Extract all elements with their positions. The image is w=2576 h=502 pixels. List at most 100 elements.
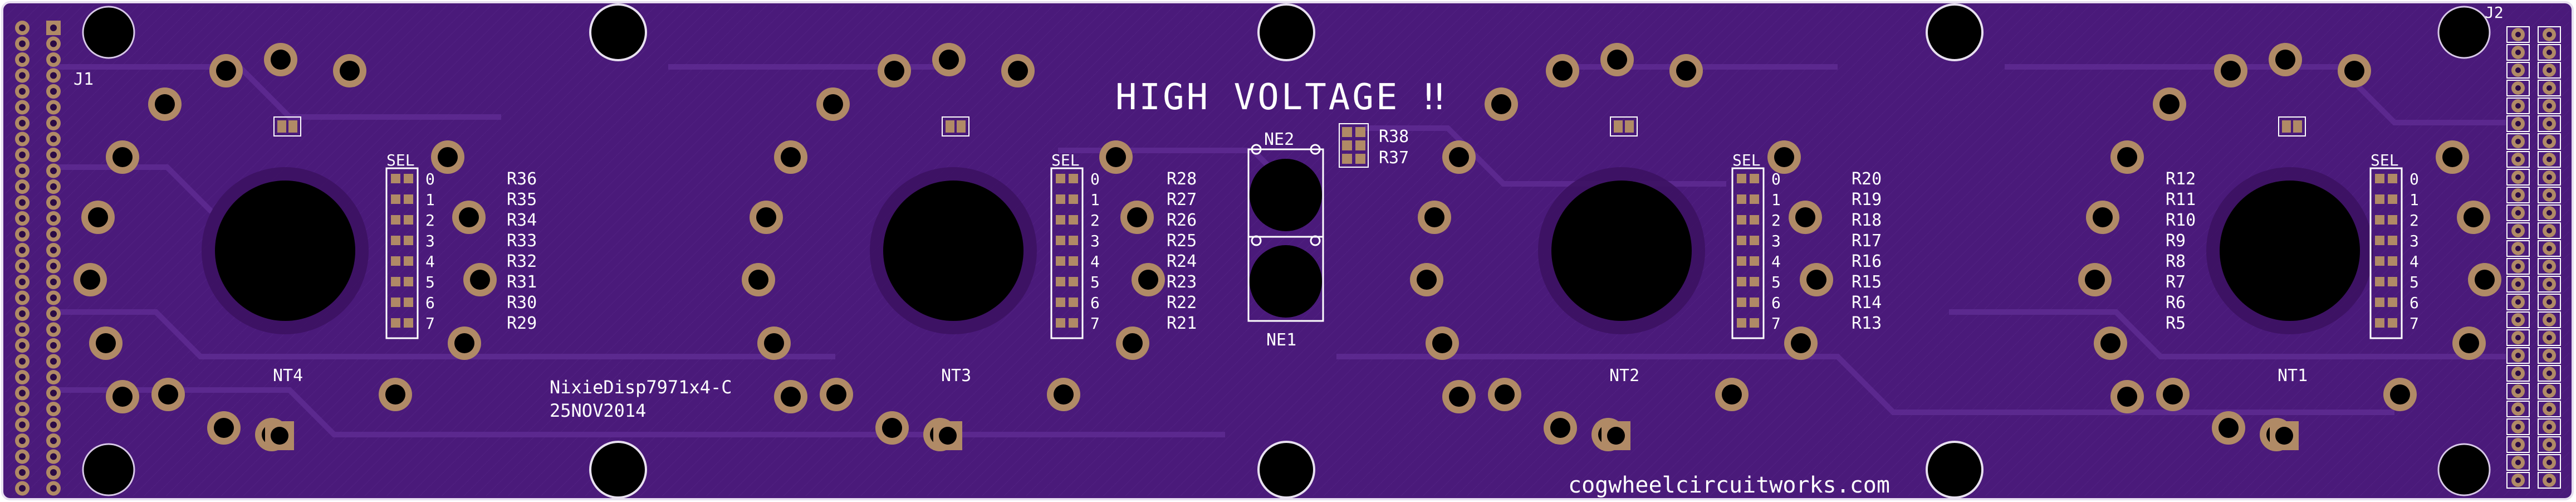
resistor-label: R20 [1852,169,1882,189]
header-pin [2506,44,2530,61]
header-pin [46,227,61,242]
sel-number: 1 [425,191,435,209]
tube-pin [774,380,807,413]
resistor-label: R30 [507,293,537,313]
header-pin [46,100,61,115]
sel-number: 1 [1090,191,1100,209]
tube-pin [1442,380,1476,413]
tube-pin [2094,326,2127,360]
sel-pad-pair [2375,318,2397,328]
tube-pin [81,201,115,234]
header-pin [2538,347,2561,364]
header-pin [46,52,61,67]
sel-number: 3 [1771,232,1781,250]
tube-pin [1669,54,1703,87]
tube-pin [2457,201,2490,234]
header-pin [15,417,30,432]
header-pin [15,354,30,369]
ne2-label: NE2 [1264,130,1294,149]
tube-center-hole [883,181,1023,321]
resistor-label: R18 [1852,211,1882,230]
sel-label: SEL [2371,151,2399,169]
sel-label: SEL [1732,151,1761,169]
sel-number: 2 [1771,211,1781,230]
tube-pin [757,326,791,360]
tube-pin [1132,263,1165,296]
header-pin [2506,311,2530,328]
mounting-hole [589,441,647,499]
header-pin [2506,329,2530,346]
sel-number: 3 [425,232,435,250]
r37-label: R37 [1379,148,1409,168]
header-pin [2506,418,2530,435]
resistor-label: R10 [2166,211,2196,230]
tube-label: NT2 [1609,366,1639,386]
header-pin [15,449,30,464]
header-pin [15,322,30,337]
sel-pad-pair [1737,277,1759,286]
header-pin [46,116,61,130]
header-pin [2506,294,2530,310]
tube-pin [1120,201,1154,234]
sel-pad-pair [391,236,413,245]
tube-pin [264,43,297,76]
high-voltage-warning: HIGH VOLTAGE ‼ [1115,77,1447,118]
header-pin [2538,276,2561,293]
tube-pin [1789,201,1822,234]
sel-number: 4 [1771,252,1781,271]
sel-pad-pair [1056,215,1078,225]
header-pin [46,354,61,369]
sel-number: 7 [1090,314,1100,333]
sel-pad-pair [2375,194,2397,204]
mounting-hole [589,3,647,61]
sel-pad-pair [391,277,413,286]
header-pin [15,68,30,83]
resistor-label: R34 [507,211,537,230]
j1-label: J1 [74,70,94,89]
header-pin [2538,26,2561,43]
header-pin [15,338,30,353]
tube-pin [742,263,775,296]
sel-pad-pair [2375,215,2397,225]
header-pin [15,148,30,162]
header-pin [46,370,61,384]
header-pin [46,68,61,83]
sel-pad-pair [1056,174,1078,183]
header-pin [46,36,61,51]
sel-number: 2 [425,211,435,230]
header-pin [46,275,61,289]
header-pin [2506,204,2530,221]
header-pin [2506,365,2530,382]
tube-pin [2110,380,2144,413]
tube-pin [820,378,853,411]
header-pin [2538,454,2561,471]
tube-pin [1001,54,1035,87]
resistor-label: R27 [1167,190,1197,209]
header-pin [46,322,61,337]
sel-number: 4 [2410,252,2419,271]
website-label: cogwheelcircuitworks.com [1568,472,1890,498]
tube-square-pad [1602,421,1630,450]
tube-pin [1784,326,1818,360]
tube-pin [750,201,783,234]
header-pin [15,465,30,480]
tube-pin [2110,140,2144,174]
tube-square-pad [2270,421,2299,450]
mounting-hole [82,443,135,496]
header-pin [15,195,30,210]
header-pin [2506,401,2530,417]
sel-pad-pair [1056,236,1078,245]
header-pin [46,84,61,99]
header-pin [46,417,61,432]
sel-pad-pair [1056,318,1078,328]
sel-number: 1 [2410,191,2419,209]
sel-number: 5 [1771,273,1781,291]
mounting-hole [2437,443,2491,496]
tube-pin [106,380,139,413]
tube-pin [431,140,464,174]
header-pin [2506,454,2530,471]
